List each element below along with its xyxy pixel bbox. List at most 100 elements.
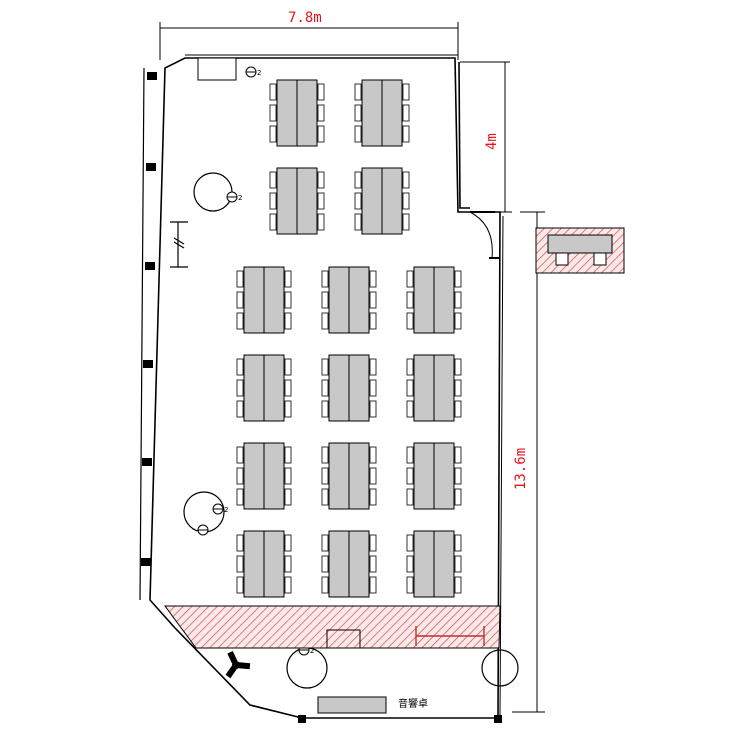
chair: [406, 446, 414, 464]
table-cluster: [236, 266, 292, 334]
chair: [284, 400, 292, 418]
chair: [454, 534, 462, 552]
dimension-upper-height-label: 4m: [484, 133, 500, 150]
table-cluster: [406, 442, 462, 510]
table-cluster: [321, 442, 377, 510]
chair: [321, 312, 329, 330]
chair: [402, 213, 410, 231]
partition-stand: [170, 221, 188, 268]
chair: [321, 358, 329, 376]
chair: [236, 312, 244, 330]
table-cluster: [321, 266, 377, 334]
chair: [236, 270, 244, 288]
chair: [321, 270, 329, 288]
chair: [269, 171, 277, 189]
chair: [284, 534, 292, 552]
chair: [369, 291, 377, 309]
chair: [321, 488, 329, 506]
chair: [406, 555, 414, 573]
chair: [321, 534, 329, 552]
chair: [284, 446, 292, 464]
chair: [236, 534, 244, 552]
chair: [454, 576, 462, 594]
chair: [317, 83, 325, 101]
chair: [369, 446, 377, 464]
chair: [321, 446, 329, 464]
chair: [321, 291, 329, 309]
chair: [236, 555, 244, 573]
chair: [284, 467, 292, 485]
chair: [321, 555, 329, 573]
table-cluster: [321, 354, 377, 422]
chair: [369, 488, 377, 506]
chair: [236, 400, 244, 418]
tripod-icon: [225, 651, 251, 679]
chair: [317, 192, 325, 210]
chair: [321, 379, 329, 397]
chair: [269, 192, 277, 210]
chair: [402, 125, 410, 143]
chair: [369, 467, 377, 485]
svg-text:2: 2: [238, 194, 242, 202]
chair: [236, 379, 244, 397]
dimension-lower-height-label: 13.6m: [513, 448, 529, 490]
chair: [406, 488, 414, 506]
chair: [236, 291, 244, 309]
table-cluster: [236, 442, 292, 510]
chair: [406, 358, 414, 376]
chair: [369, 576, 377, 594]
chair: [284, 576, 292, 594]
window-posts: [141, 72, 502, 723]
table-cluster: [269, 167, 325, 235]
table-clusters: [236, 79, 462, 598]
chair: [369, 534, 377, 552]
chair: [454, 467, 462, 485]
chair: [454, 358, 462, 376]
stage-bench: [415, 626, 485, 646]
chair: [354, 83, 362, 101]
table-cluster: [406, 530, 462, 598]
chair: [454, 446, 462, 464]
chair: [321, 400, 329, 418]
chair: [284, 488, 292, 506]
chair: [236, 576, 244, 594]
chair: [454, 270, 462, 288]
dimension-width-label: 7.8m: [288, 10, 322, 26]
sound-desk: [317, 696, 387, 714]
chair: [269, 213, 277, 231]
table-cluster: [321, 530, 377, 598]
chair: [369, 555, 377, 573]
chair: [406, 400, 414, 418]
chair: [454, 379, 462, 397]
external-unit: [535, 227, 625, 274]
chair: [402, 171, 410, 189]
chair: [354, 125, 362, 143]
chair: [369, 312, 377, 330]
chair: [284, 312, 292, 330]
chair: [354, 192, 362, 210]
table-cluster: [236, 530, 292, 598]
chair: [321, 467, 329, 485]
chair: [236, 446, 244, 464]
chair: [317, 213, 325, 231]
chair: [284, 555, 292, 573]
chair: [406, 576, 414, 594]
chair: [317, 125, 325, 143]
chair: [354, 213, 362, 231]
chair: [284, 379, 292, 397]
chair: [369, 400, 377, 418]
chair: [284, 291, 292, 309]
chair: [284, 270, 292, 288]
chair: [317, 104, 325, 122]
chair: [236, 467, 244, 485]
chair: [354, 104, 362, 122]
sound-desk-label: 音響卓: [398, 697, 428, 710]
chair: [406, 467, 414, 485]
chair: [454, 400, 462, 418]
closet: [197, 57, 237, 81]
table-cluster: [236, 354, 292, 422]
chair: [454, 312, 462, 330]
chair: [454, 488, 462, 506]
door: [469, 211, 499, 259]
chair: [402, 192, 410, 210]
